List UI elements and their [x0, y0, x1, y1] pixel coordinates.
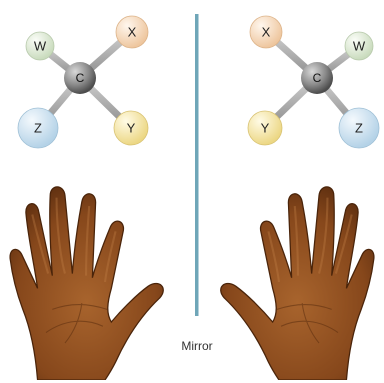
atom-w-label: W	[353, 39, 366, 54]
right-molecule: X W Y Z C	[247, 15, 380, 149]
left-hand-image	[9, 185, 165, 380]
carbon-label: C	[76, 71, 85, 85]
carbon-atom	[301, 62, 333, 94]
atom-w	[344, 31, 374, 61]
carbon-atom	[64, 62, 96, 94]
atom-z	[17, 107, 59, 149]
atom-z-label: Z	[355, 121, 363, 136]
atom-y	[247, 110, 283, 146]
atom-x	[249, 15, 283, 49]
mirror-label: Mirror	[181, 339, 212, 353]
carbon-label: C	[313, 71, 322, 85]
atom-y	[113, 110, 149, 146]
atom-z-label: Z	[34, 121, 42, 136]
right-hand-image	[219, 185, 375, 380]
mirror-line	[195, 14, 199, 316]
atom-y-label: Y	[127, 121, 136, 136]
atom-z	[338, 107, 380, 149]
atom-w-label: W	[34, 39, 47, 54]
atom-x	[115, 15, 149, 49]
left-molecule: W X Z Y C	[17, 15, 149, 149]
atom-w	[25, 31, 55, 61]
atom-x-label: X	[128, 25, 137, 40]
atom-y-label: Y	[261, 121, 270, 136]
atom-x-label: X	[262, 25, 271, 40]
